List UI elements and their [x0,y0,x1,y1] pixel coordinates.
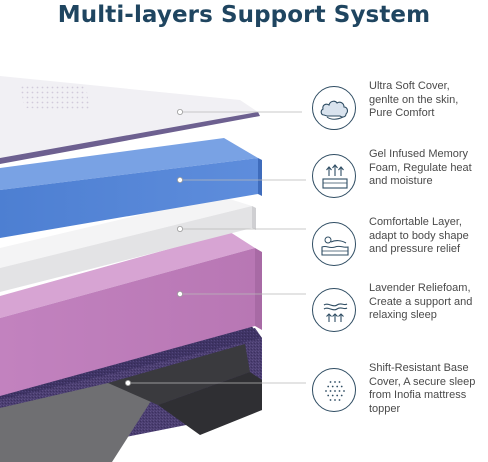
feature-lavender-foam-text: Lavender Reliefoam, Create a support and… [369,282,473,322]
feature-base-cover-text: Shift-Resistant Base Cover, A secure sle… [369,362,476,415]
lavender-foam-layer [0,232,262,396]
feature-gel-foam: Gel Infused Memory Foam, Regulate heat a… [312,148,488,208]
feature-lavender-foam: Lavender Reliefoam, Create a support and… [312,282,488,342]
dotted-base-icon [312,368,356,412]
feature-comfort-layer-text: Comfortable Layer, adapt to body shape a… [369,216,469,256]
soft-cover-layer [0,76,260,164]
page-title: Multi-layers Support System [57,2,431,28]
feature-gel-foam-text: Gel Infused Memory Foam, Regulate heat a… [369,148,472,188]
feature-base-cover: Shift-Resistant Base Cover, A secure sle… [312,362,488,422]
feature-soft-cover: Ultra Soft Cover, genlte on the skin, Pu… [312,80,488,140]
body-shape-icon [312,222,356,266]
leader-lines [128,111,306,384]
heat-foam-icon [312,154,356,198]
gel-foam-layer [0,138,262,238]
support-foam-icon [312,288,356,332]
feature-comfort-layer: Comfortable Layer, adapt to body shape a… [312,216,488,276]
cloud-icon [312,86,356,130]
comfort-layer [0,196,256,292]
feature-soft-cover-text: Ultra Soft Cover, genlte on the skin, Pu… [369,80,459,120]
leader-dots [125,109,183,386]
